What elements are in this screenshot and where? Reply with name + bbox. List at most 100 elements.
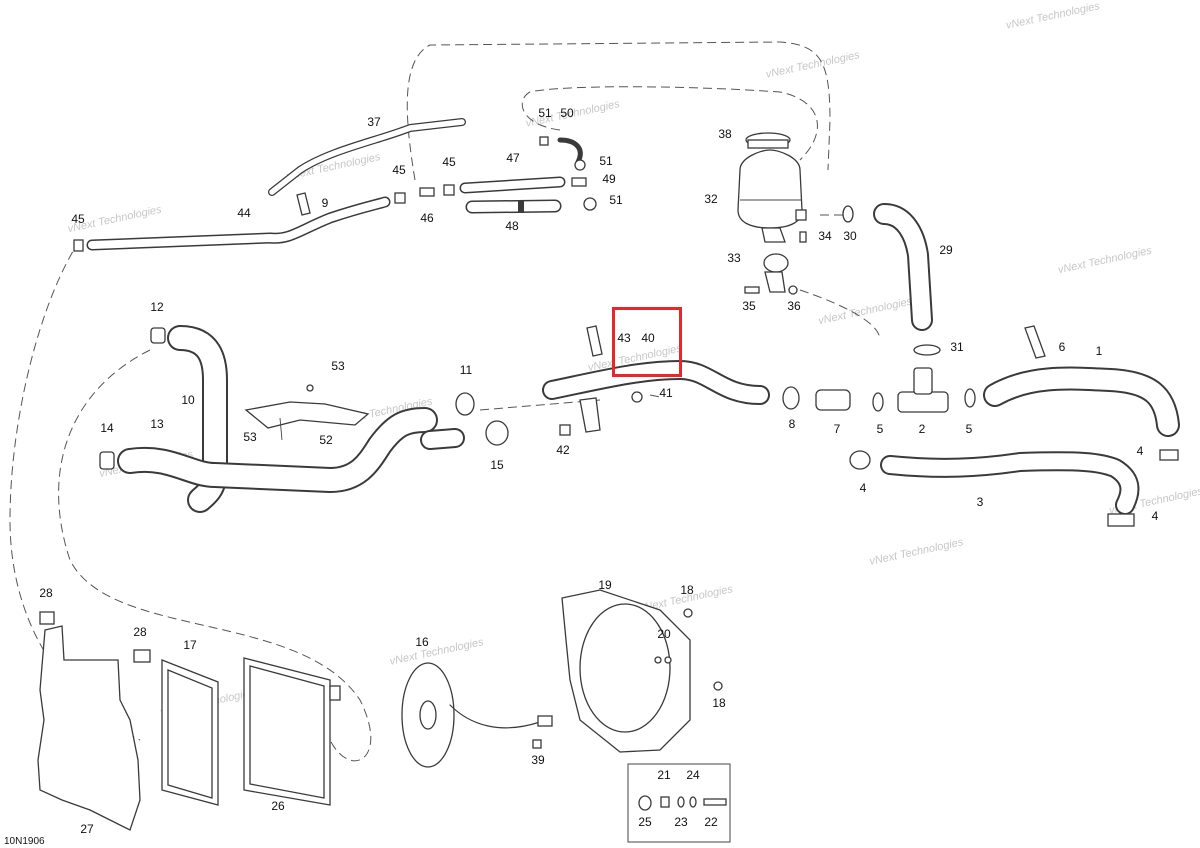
- callout-c51b: 51: [599, 154, 613, 168]
- callout-c46: 46: [420, 211, 434, 225]
- callout-c19: 19: [598, 578, 612, 592]
- hose-37: [268, 118, 466, 196]
- bracket-52: [244, 401, 370, 429]
- callout-c2: 2: [919, 422, 926, 436]
- callout-c5b: 5: [966, 422, 973, 436]
- clamp-12: [150, 327, 166, 344]
- callout-c35: 35: [742, 299, 756, 313]
- callout-c32: 32: [704, 192, 718, 206]
- svg-text:vNext Technologies: vNext Technologies: [765, 49, 861, 81]
- callout-c44: 44: [237, 206, 251, 220]
- hose-47: [459, 176, 566, 194]
- callout-c17: 17: [183, 638, 197, 652]
- bracket-28-b: [133, 649, 151, 663]
- callout-c34: 34: [818, 229, 832, 243]
- svg-text:vNext Technologies: vNext Technologies: [817, 295, 913, 327]
- callout-c4b: 4: [1137, 444, 1144, 458]
- callout-c45b: 45: [442, 155, 456, 169]
- callout-c4c: 4: [1152, 509, 1159, 523]
- callout-c45a: 45: [392, 163, 406, 177]
- callout-c40: 40: [641, 331, 655, 345]
- valve-49: [571, 177, 587, 187]
- clamp-51-a: [574, 159, 586, 171]
- svg-text:vNext Technologies: vNext Technologies: [1005, 0, 1101, 32]
- callout-c31: 31: [950, 340, 964, 354]
- callout-c4a: 4: [860, 481, 867, 495]
- nut-18-b: [713, 681, 723, 691]
- callout-c33: 33: [727, 251, 741, 265]
- callout-c21: 21: [657, 768, 671, 782]
- callout-c39: 39: [531, 753, 545, 767]
- clip-9: [296, 192, 311, 216]
- callout-c18a: 18: [680, 583, 694, 597]
- callout-c45c: 45: [71, 212, 85, 226]
- callout-c36: 36: [787, 299, 801, 313]
- callout-c41: 41: [659, 386, 673, 400]
- nut-36: [788, 285, 798, 295]
- clamp-51-b: [583, 197, 597, 211]
- clip-43: [586, 325, 603, 357]
- svg-text:vNext Technologies: vNext Technologies: [389, 636, 485, 668]
- callout-c5a: 5: [877, 422, 884, 436]
- shroud-19: [561, 589, 691, 753]
- callout-c28b: 28: [133, 625, 147, 639]
- clamp-4-lower: [1107, 513, 1135, 527]
- callout-c26: 26: [271, 799, 285, 813]
- callout-c18b: 18: [712, 696, 726, 710]
- reservoir-32: [737, 149, 807, 243]
- svg-text:vNext Technologies: vNext Technologies: [1057, 245, 1153, 277]
- bolt-53-b: [279, 417, 283, 441]
- bolt-35: [744, 286, 760, 294]
- callout-c1: 1: [1096, 344, 1103, 358]
- svg-text:vNext Technologies: vNext Technologies: [868, 536, 964, 568]
- callout-c48: 48: [505, 219, 519, 233]
- highlight-box-part-40[interactable]: [612, 307, 682, 377]
- clamp-5-a: [872, 392, 884, 412]
- hose-29: [873, 203, 933, 331]
- connector-46: [394, 184, 455, 204]
- callout-c42: 42: [556, 443, 570, 457]
- nut-39: [532, 739, 542, 749]
- clip-6: [1024, 325, 1046, 359]
- callout-c51c: 51: [609, 193, 623, 207]
- clamp-45-left: [73, 239, 84, 252]
- callout-c50: 50: [560, 106, 574, 120]
- bracket-40-mount: [579, 397, 601, 433]
- callout-c22: 22: [704, 815, 718, 829]
- callout-c37: 37: [367, 115, 381, 129]
- condenser-17: [161, 659, 219, 806]
- callout-c49: 49: [602, 172, 616, 186]
- callout-c20: 20: [657, 627, 671, 641]
- clamp-8: [782, 386, 800, 410]
- clamp-5-b: [964, 388, 976, 408]
- pipe-stub: [420, 428, 465, 450]
- clamp-31: [913, 344, 941, 356]
- callout-c13: 13: [150, 417, 164, 431]
- callout-c16: 16: [415, 635, 429, 649]
- callout-c51a: 51: [538, 106, 552, 120]
- bolt-34: [799, 231, 807, 243]
- diagram-code: 10N1906: [4, 836, 45, 847]
- tee-2: [897, 367, 949, 413]
- fitting-50: [539, 136, 583, 165]
- bolt-53-a: [306, 384, 314, 392]
- hose-48: [465, 199, 562, 214]
- callout-c43: 43: [617, 331, 631, 345]
- callout-c53b: 53: [243, 430, 257, 444]
- callout-c24: 24: [686, 768, 700, 782]
- callout-c11: 11: [460, 363, 473, 377]
- clamp-30: [842, 205, 854, 223]
- clamp-15: [485, 420, 509, 446]
- grommets-20: [654, 656, 672, 664]
- clamp-14: [99, 451, 115, 470]
- clamp-11: [455, 392, 475, 416]
- panel-27: [37, 625, 141, 831]
- nut-18-a: [683, 608, 693, 618]
- callout-c3: 3: [977, 495, 984, 509]
- hose-1: [983, 366, 1180, 437]
- nut-41: [631, 391, 643, 403]
- callout-c9: 9: [322, 196, 329, 210]
